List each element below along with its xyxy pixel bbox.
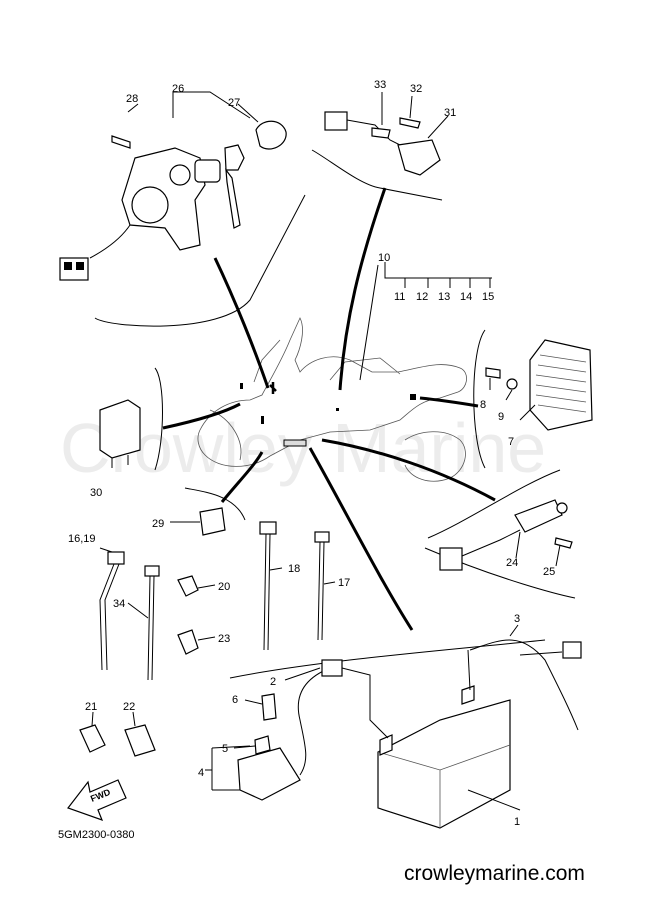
callout-15: 15	[482, 291, 494, 303]
callout-9: 9	[498, 411, 504, 423]
vehicle-outline	[197, 317, 467, 482]
callout-12: 12	[416, 291, 428, 303]
callout-27: 27	[228, 97, 240, 109]
clip-22-icon	[124, 724, 156, 757]
callout-10-bracket	[359, 262, 492, 381]
callout-16-19: 16,19	[68, 533, 96, 545]
relay-29-icon	[199, 507, 226, 536]
callout-28: 28	[126, 93, 138, 105]
callout-8: 8	[480, 399, 486, 411]
callout-33: 33	[374, 79, 386, 91]
callout-18: 18	[288, 563, 300, 575]
rectifier-group	[485, 339, 593, 431]
fwd-arrow: FWD	[67, 779, 127, 822]
connector-icon	[562, 641, 582, 659]
clip-23-icon	[177, 629, 199, 655]
callout-23: 23	[218, 633, 230, 645]
key-icon	[225, 167, 241, 229]
callout-29: 29	[152, 518, 164, 530]
connector-icon	[321, 659, 343, 677]
callout-5: 5	[222, 743, 228, 755]
callout-4: 4	[198, 767, 204, 779]
callout-26: 26	[172, 83, 184, 95]
sensor-group	[439, 499, 573, 571]
clip-20-icon	[177, 575, 199, 597]
callout-24: 24	[506, 557, 518, 569]
callout-13: 13	[438, 291, 450, 303]
relay-30-group	[99, 399, 141, 468]
battery-group	[205, 624, 582, 829]
callout-6: 6	[232, 694, 238, 706]
washer-9-icon	[506, 378, 518, 390]
bolt-8-icon	[485, 367, 501, 379]
callout-2: 2	[270, 676, 276, 688]
clips-and-ties-group	[79, 507, 336, 757]
callout-21: 21	[85, 701, 97, 713]
callout-3: 3	[514, 613, 520, 625]
diagram-code: 5GM2300-0380	[58, 829, 134, 841]
callout-25: 25	[543, 566, 555, 578]
callout-30: 30	[90, 487, 102, 499]
screw-32-icon	[399, 117, 421, 129]
callout-11: 11	[394, 291, 405, 303]
callout-17: 17	[338, 577, 350, 589]
callout-labels: 1 2 3 4 5 6 7 8 9 10 11 12 13 14 15 16,1…	[68, 79, 555, 828]
connector-icon	[324, 111, 348, 131]
website-url[interactable]: crowleymarine.com	[404, 862, 585, 885]
group-leader-lines	[162, 187, 496, 631]
bolt-6-icon	[261, 693, 277, 721]
callout-22: 22	[123, 701, 135, 713]
callout-32: 32	[410, 83, 422, 95]
starter-relay-icon	[237, 747, 301, 801]
callout-10: 10	[378, 252, 390, 264]
callout-20: 20	[218, 581, 230, 593]
screw-28-icon	[111, 135, 131, 149]
cap-icon	[255, 120, 287, 150]
clip-21-icon	[79, 724, 106, 753]
callout-1: 1	[514, 816, 520, 828]
callout-14: 14	[460, 291, 472, 303]
callout-34: 34	[113, 598, 125, 610]
vehicle-battery-marker	[283, 439, 307, 447]
main-switch-group	[59, 91, 287, 281]
fuse-5-icon	[254, 735, 271, 755]
callout-31: 31	[444, 107, 456, 119]
connector-icon	[439, 547, 463, 571]
screw-25-icon	[554, 537, 573, 549]
sidestand-switch-group	[324, 92, 449, 176]
callout-7: 7	[508, 436, 514, 448]
